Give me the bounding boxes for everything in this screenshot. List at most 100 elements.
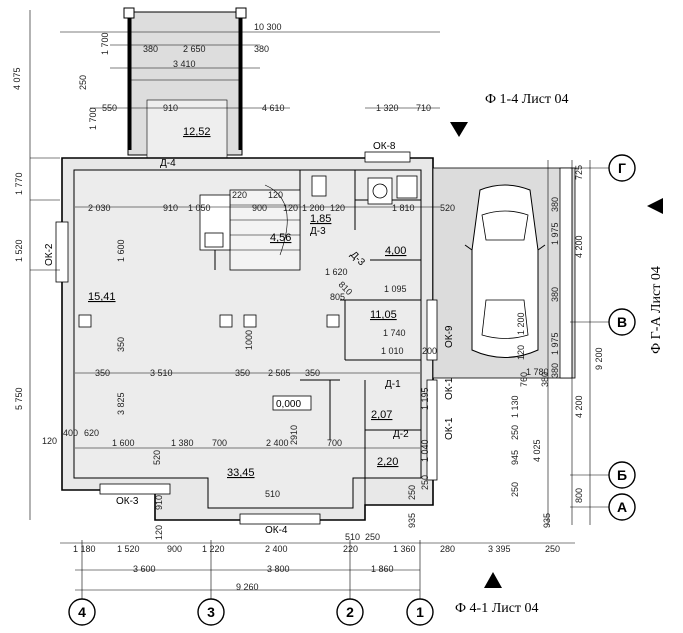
dim-1050: 1 050 bbox=[188, 203, 211, 213]
dim-350b: 350 bbox=[235, 368, 250, 378]
dimension-texts-vertical: 4 075 1 700 250 1 700 1 770 1 520 5 750 … bbox=[12, 32, 604, 540]
dim-v5750: 5 750 bbox=[14, 387, 24, 410]
dim-r250c: 250 bbox=[407, 485, 417, 500]
dim-1200: 1 200 bbox=[302, 203, 325, 213]
axis-3: 3 bbox=[207, 604, 215, 620]
axis-g: Г bbox=[618, 160, 626, 176]
axis-a: А bbox=[617, 499, 627, 515]
dim-620: 620 bbox=[84, 428, 99, 438]
dim-350a: 350 bbox=[95, 368, 110, 378]
dim-805: 805 bbox=[330, 292, 345, 302]
area-vestibule: 2,20 bbox=[377, 456, 398, 468]
dim-120a: 120 bbox=[283, 203, 298, 213]
dim-350c: 350 bbox=[305, 368, 320, 378]
section-title-1-4: Ф 1-4 Лист 04 bbox=[485, 92, 569, 107]
section-title-g-a: Ф Г-А Лист 04 bbox=[649, 266, 664, 354]
dimension-texts: 10 300 380 2 650 380 3 410 550 910 4 610… bbox=[42, 22, 560, 592]
section-arrow-up-icon bbox=[484, 572, 502, 588]
dim-r250b: 250 bbox=[510, 482, 520, 497]
label-ok3: ОК-3 bbox=[116, 496, 139, 507]
dim-v910: 910 bbox=[154, 495, 164, 510]
room-areas: 12,52 4,56 1,85 4,00 15,41 11,05 2,07 2,… bbox=[88, 126, 406, 479]
dim-v350: 350 bbox=[116, 337, 126, 352]
dim-1810: 1 810 bbox=[392, 203, 415, 213]
dim-1600: 1 600 bbox=[112, 438, 135, 448]
dim-b9260: 9 260 bbox=[236, 582, 259, 592]
axis-1: 1 bbox=[416, 604, 424, 620]
dim-220: 220 bbox=[232, 190, 247, 200]
dim-r1780: 1 780 bbox=[526, 367, 549, 377]
dim-v120c: 120 bbox=[154, 525, 164, 540]
label-ok2: ОК-2 bbox=[44, 243, 55, 266]
dim-v2910: 2910 bbox=[289, 425, 299, 445]
area-hall: 2,07 bbox=[371, 409, 392, 421]
dim-r250d: 250 bbox=[420, 475, 430, 490]
dim-b250: 250 bbox=[365, 532, 380, 542]
dim-r1200: 1 200 bbox=[516, 312, 526, 335]
dim-b1220: 1 220 bbox=[202, 544, 225, 554]
dim-r9200: 9 200 bbox=[594, 347, 604, 370]
area-wc: 1,85 bbox=[310, 213, 331, 225]
label-ok1-b: ОК-1 bbox=[444, 377, 455, 400]
dim-b1360: 1 360 bbox=[393, 544, 416, 554]
dim-700b: 700 bbox=[327, 438, 342, 448]
label-ok1-a: ОК-1 bbox=[444, 417, 455, 440]
dim-r380b: 380 bbox=[550, 287, 560, 302]
dim-200: 200 bbox=[422, 346, 437, 356]
dim-v3825: 3 825 bbox=[116, 392, 126, 415]
dim-v1770: 1 770 bbox=[14, 172, 24, 195]
label-ok8: ОК-8 bbox=[373, 141, 396, 152]
section-markers bbox=[450, 122, 663, 588]
dim-3510: 3 510 bbox=[150, 368, 173, 378]
dim-b3800: 3 800 bbox=[267, 564, 290, 574]
dim-400: 400 bbox=[63, 428, 78, 438]
area-room-left: 15,41 bbox=[88, 291, 116, 303]
dim-b1180: 1 180 bbox=[73, 544, 96, 554]
dim-v1600: 1 600 bbox=[116, 239, 126, 262]
dim-r380c: 380 bbox=[550, 363, 560, 378]
dim-b3600: 3 600 bbox=[133, 564, 156, 574]
dim-v1700a: 1 700 bbox=[100, 32, 110, 55]
dim-120b: 120 bbox=[268, 190, 283, 200]
dim-b280: 280 bbox=[440, 544, 455, 554]
dim-1320: 1 320 bbox=[376, 103, 399, 113]
dim-b2400: 2 400 bbox=[265, 544, 288, 554]
dim-r4200a: 4 200 bbox=[574, 235, 584, 258]
dim-10300: 10 300 bbox=[254, 22, 282, 32]
axis-2: 2 bbox=[346, 604, 354, 620]
dim-900: 900 bbox=[252, 203, 267, 213]
dim-r1975a: 1 975 bbox=[550, 222, 560, 245]
dim-380a: 380 bbox=[143, 44, 158, 54]
dim-r250a: 250 bbox=[510, 425, 520, 440]
area-terrace: 12,52 bbox=[183, 126, 211, 138]
dim-r1195: 1 195 bbox=[420, 387, 430, 410]
dimension-lines bbox=[29, 10, 610, 605]
level-mark: 0,000 bbox=[276, 399, 301, 410]
section-title-4-1: Ф 4-1 Лист 04 bbox=[455, 601, 539, 616]
dim-r120: 120 bbox=[516, 345, 526, 360]
label-ok9: ОК-9 bbox=[444, 325, 455, 348]
dim-b900: 900 bbox=[167, 544, 182, 554]
dim-r380a: 380 bbox=[550, 197, 560, 212]
dim-v520: 520 bbox=[152, 450, 162, 465]
axis-bubbles: Г В Б А 4 3 2 1 bbox=[68, 154, 636, 626]
dim-r800: 800 bbox=[574, 488, 584, 503]
dim-1095: 1 095 bbox=[384, 284, 407, 294]
dim-910b: 910 bbox=[163, 203, 178, 213]
dim-r760: 760 bbox=[519, 372, 529, 387]
section-arrow-down-icon bbox=[450, 122, 468, 137]
dim-1010: 1 010 bbox=[381, 346, 404, 356]
car-icon bbox=[464, 184, 546, 358]
axis-4: 4 bbox=[78, 604, 86, 620]
dim-v250: 250 bbox=[78, 75, 88, 90]
label-d1: Д-1 bbox=[385, 379, 401, 390]
area-stair: 4,56 bbox=[270, 232, 291, 244]
dim-r4025: 4 025 bbox=[532, 439, 542, 462]
dim-b1860: 1 860 bbox=[371, 564, 394, 574]
dim-2030: 2 030 bbox=[88, 203, 111, 213]
dim-r935a: 935 bbox=[542, 513, 552, 528]
dim-120: 120 bbox=[42, 436, 57, 446]
dim-b250b: 250 bbox=[545, 544, 560, 554]
dim-r935b: 935 bbox=[407, 513, 417, 528]
